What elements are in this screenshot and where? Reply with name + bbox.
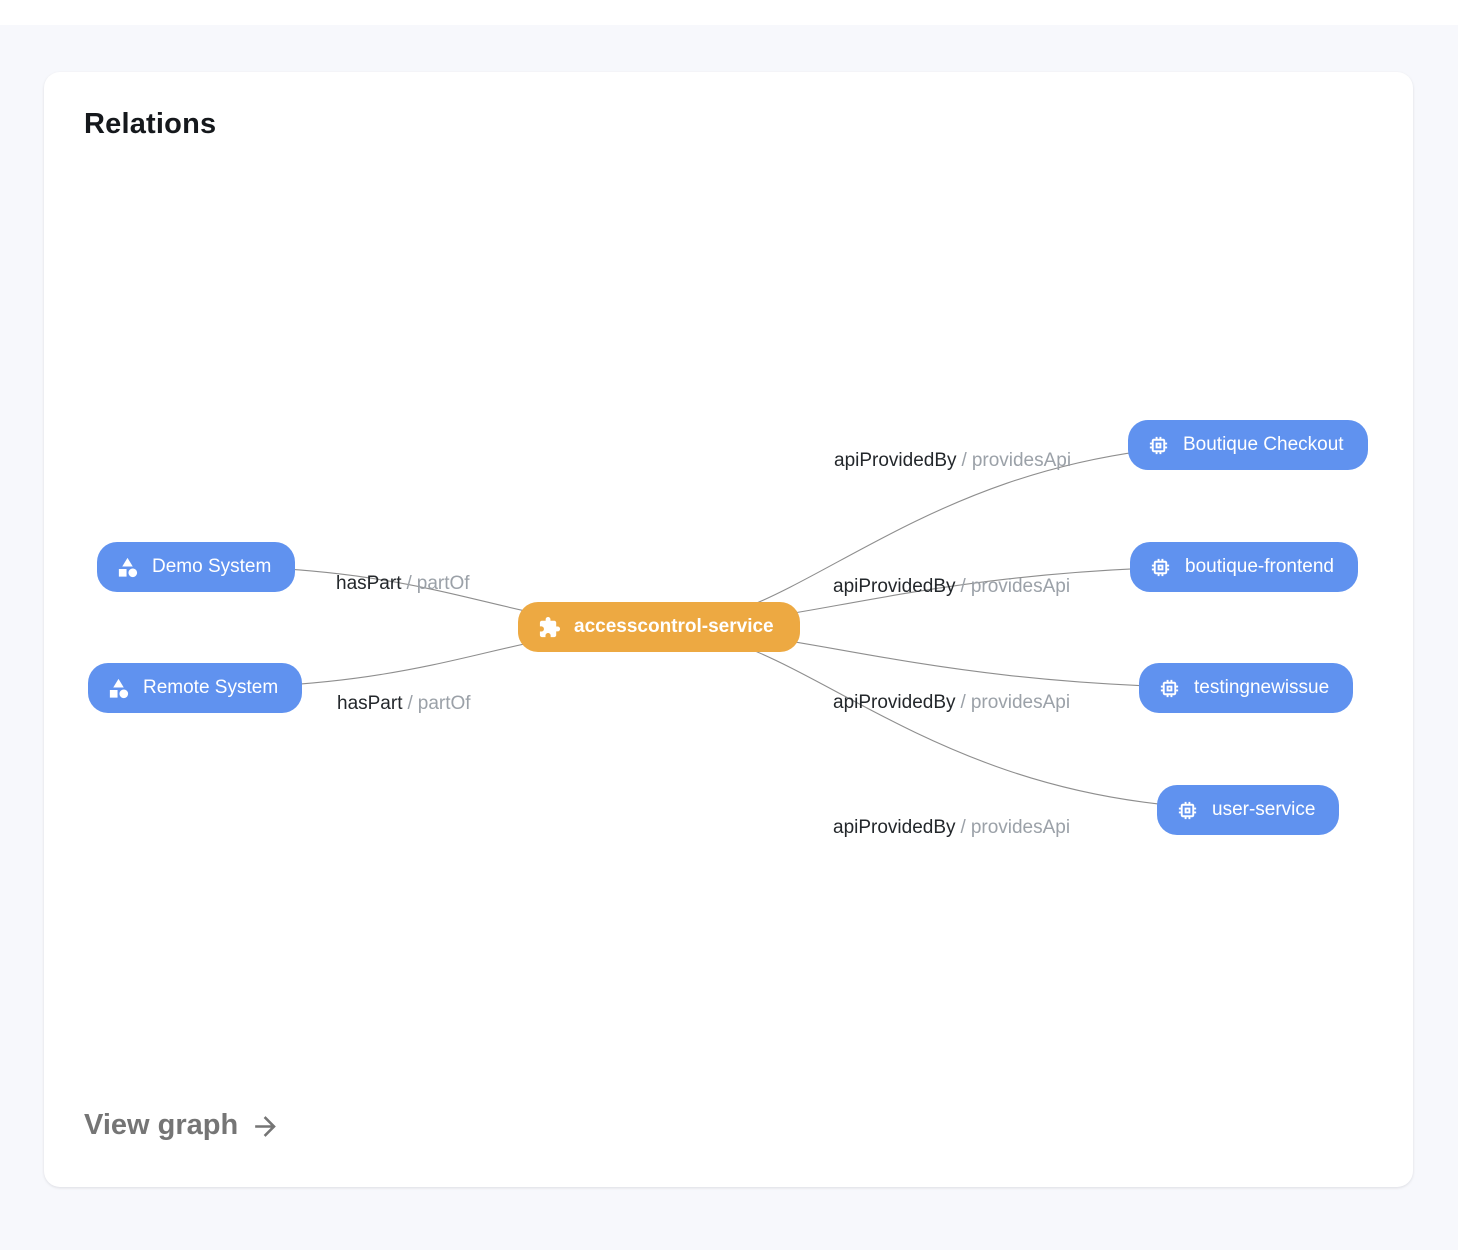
edge-label-api-user-service: apiProvidedBy/providesApi	[833, 817, 1070, 839]
node-boutique-checkout[interactable]: Boutique Checkout	[1128, 420, 1368, 470]
edge-label-primary: apiProvidedBy	[834, 450, 957, 471]
edge-label-primary: apiProvidedBy	[833, 817, 956, 838]
edge-label-haspart-remote: hasPart/partOf	[337, 693, 471, 715]
edge-label-api-boutique-checkout: apiProvidedBy/providesApi	[834, 450, 1071, 472]
edge-label-primary: hasPart	[336, 573, 402, 594]
edge-label-secondary: partOf	[417, 693, 471, 714]
node-user-service[interactable]: user-service	[1157, 785, 1340, 835]
edge-label-primary: hasPart	[337, 693, 403, 714]
card-title: Relations	[84, 108, 217, 140]
edge-label-secondary: providesApi	[970, 692, 1071, 713]
chip-icon	[1158, 677, 1181, 700]
node-label: accesscontrol-service	[574, 616, 774, 637]
edge-label-separator: /	[960, 817, 966, 838]
node-remote-system[interactable]: Remote System	[88, 663, 303, 713]
edge-label-haspart-demo: hasPart/partOf	[336, 573, 470, 595]
view-graph-link[interactable]: View graph	[84, 1108, 281, 1142]
arrow-right-icon	[250, 1111, 281, 1142]
chip-icon	[1147, 434, 1170, 457]
chip-icon	[1176, 799, 1199, 822]
edge-label-separator: /	[961, 450, 967, 471]
relations-card: Relations hasPart/partOf hasPart/partOf …	[44, 72, 1413, 1187]
edge-label-primary: apiProvidedBy	[833, 692, 956, 713]
node-demo-system[interactable]: Demo System	[97, 542, 296, 592]
edge-label-separator: /	[960, 692, 966, 713]
node-label: testingnewissue	[1194, 677, 1330, 698]
edge-label-separator: /	[960, 576, 966, 597]
node-accesscontrol-service[interactable]: accesscontrol-service	[518, 602, 800, 652]
edge-label-secondary: providesApi	[970, 817, 1071, 838]
edge-label-separator: /	[406, 573, 412, 594]
view-graph-label: View graph	[84, 1108, 239, 1141]
node-label: user-service	[1212, 799, 1316, 820]
edge-line-user-service	[657, 627, 1250, 810]
system-shapes-icon	[107, 677, 130, 700]
node-testingnewissue[interactable]: testingnewissue	[1139, 663, 1354, 713]
chip-icon	[1149, 556, 1172, 579]
top-strip	[0, 0, 1458, 25]
edge-label-secondary: partOf	[416, 573, 470, 594]
relations-graph: hasPart/partOf hasPart/partOf apiProvide…	[44, 72, 1413, 1187]
node-label: Demo System	[152, 556, 272, 577]
node-boutique-frontend[interactable]: boutique-frontend	[1130, 542, 1358, 592]
edge-label-api-testingnewissue: apiProvidedBy/providesApi	[833, 692, 1070, 714]
node-label: Boutique Checkout	[1183, 434, 1344, 455]
edge-label-secondary: providesApi	[970, 576, 1071, 597]
node-label: boutique-frontend	[1185, 556, 1334, 577]
edge-label-secondary: providesApi	[971, 450, 1072, 471]
node-label: Remote System	[143, 677, 279, 698]
edge-label-primary: apiProvidedBy	[833, 576, 956, 597]
system-shapes-icon	[116, 556, 139, 579]
edge-label-api-boutique-frontend: apiProvidedBy/providesApi	[833, 576, 1070, 598]
puzzle-icon	[538, 616, 561, 639]
edge-label-separator: /	[407, 693, 413, 714]
